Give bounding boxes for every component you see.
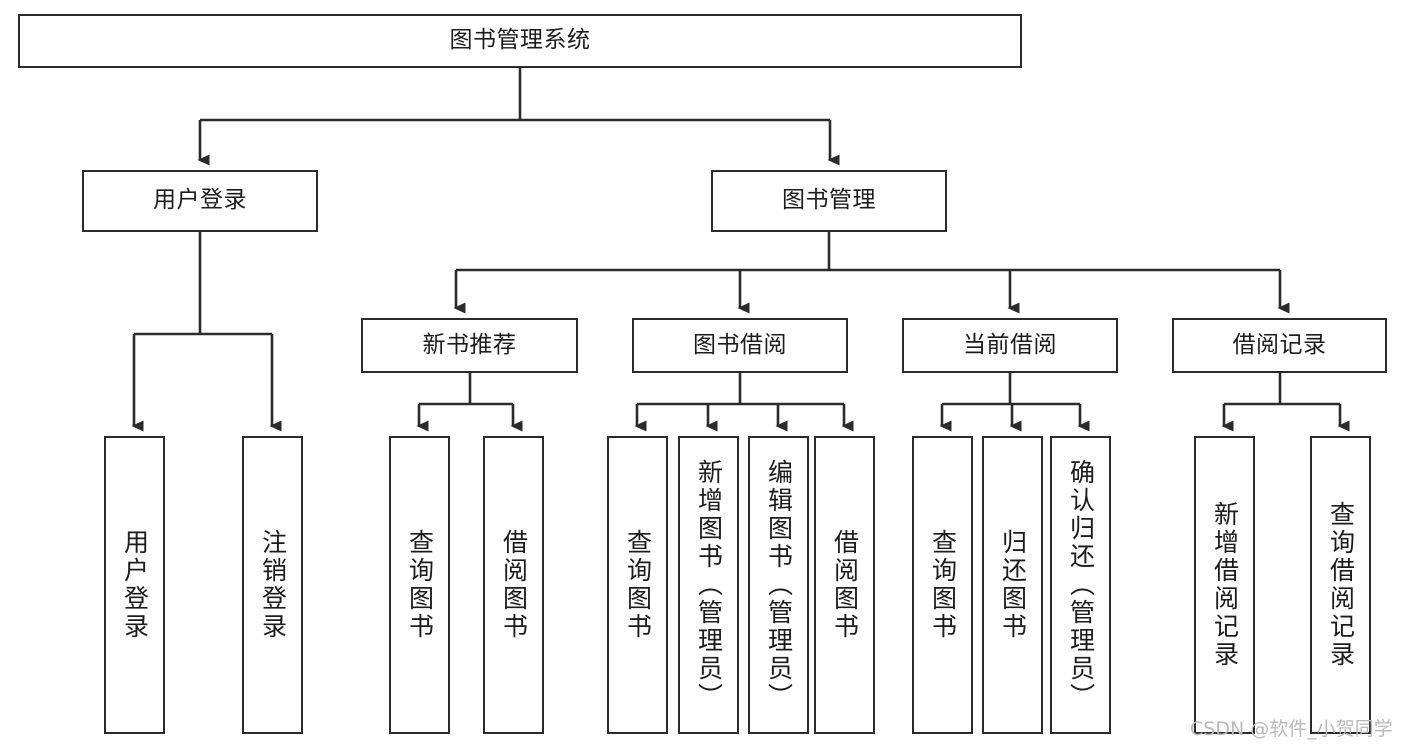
node-label: 查询图书 — [928, 529, 958, 641]
node-book-management[interactable]: 图书管理 — [711, 170, 947, 232]
node-label: 用户登录 — [120, 529, 150, 641]
node-book-borrowing[interactable]: 图书借阅 — [632, 318, 848, 373]
leaf-add-borrow-record[interactable]: 新增借阅记录 — [1194, 436, 1255, 734]
leaf-edit-book-admin[interactable]: 编辑图书（管理员） — [748, 436, 809, 734]
leaf-query-book-new-recommend[interactable]: 查询图书 — [389, 436, 450, 734]
node-current-borrowing[interactable]: 当前借阅 — [902, 318, 1118, 373]
node-label: 查询借阅记录 — [1326, 501, 1356, 669]
leaf-query-borrow-record[interactable]: 查询借阅记录 — [1310, 436, 1371, 734]
leaf-borrow-book[interactable]: 借阅图书 — [814, 436, 875, 734]
node-label: 新书推荐 — [422, 331, 517, 358]
node-label: 当前借阅 — [963, 331, 1057, 358]
leaf-return-book[interactable]: 归还图书 — [982, 436, 1043, 734]
leaf-logout[interactable]: 注销登录 — [242, 436, 303, 734]
node-new-book-recommendation[interactable]: 新书推荐 — [361, 318, 578, 373]
node-label: 查询图书 — [623, 529, 653, 641]
node-book-management-system[interactable]: 图书管理系统 — [18, 14, 1022, 68]
node-label: 新增图书（管理员） — [694, 459, 724, 711]
node-label: 新增借阅记录 — [1210, 501, 1240, 669]
leaf-query-book-current[interactable]: 查询图书 — [912, 436, 973, 734]
leaf-confirm-return-admin[interactable]: 确认归还（管理员） — [1050, 436, 1111, 734]
watermark-text: CSDN @软件_小贺同学 — [1190, 718, 1393, 740]
node-label: 确认归还（管理员） — [1066, 459, 1096, 711]
leaf-add-book-admin[interactable]: 新增图书（管理员） — [678, 436, 739, 734]
node-label: 图书管理 — [782, 187, 876, 214]
node-label: 借阅图书 — [499, 529, 529, 641]
node-label: 注销登录 — [258, 529, 288, 641]
node-label: 查询图书 — [405, 529, 435, 641]
node-label: 借阅记录 — [1232, 331, 1327, 358]
node-label: 借阅图书 — [830, 529, 860, 641]
node-user-login[interactable]: 用户登录 — [82, 170, 318, 232]
leaf-borrow-book-new-recommend[interactable]: 借阅图书 — [483, 436, 544, 734]
node-borrowing-record[interactable]: 借阅记录 — [1172, 318, 1387, 373]
node-label: 图书借阅 — [693, 331, 787, 358]
leaf-query-book-borrow[interactable]: 查询图书 — [607, 436, 668, 734]
node-label: 编辑图书（管理员） — [764, 459, 794, 711]
node-label: 归还图书 — [998, 529, 1028, 641]
leaf-user-login[interactable]: 用户登录 — [104, 436, 165, 734]
node-label: 图书管理系统 — [449, 27, 591, 54]
node-label: 用户登录 — [153, 187, 247, 214]
